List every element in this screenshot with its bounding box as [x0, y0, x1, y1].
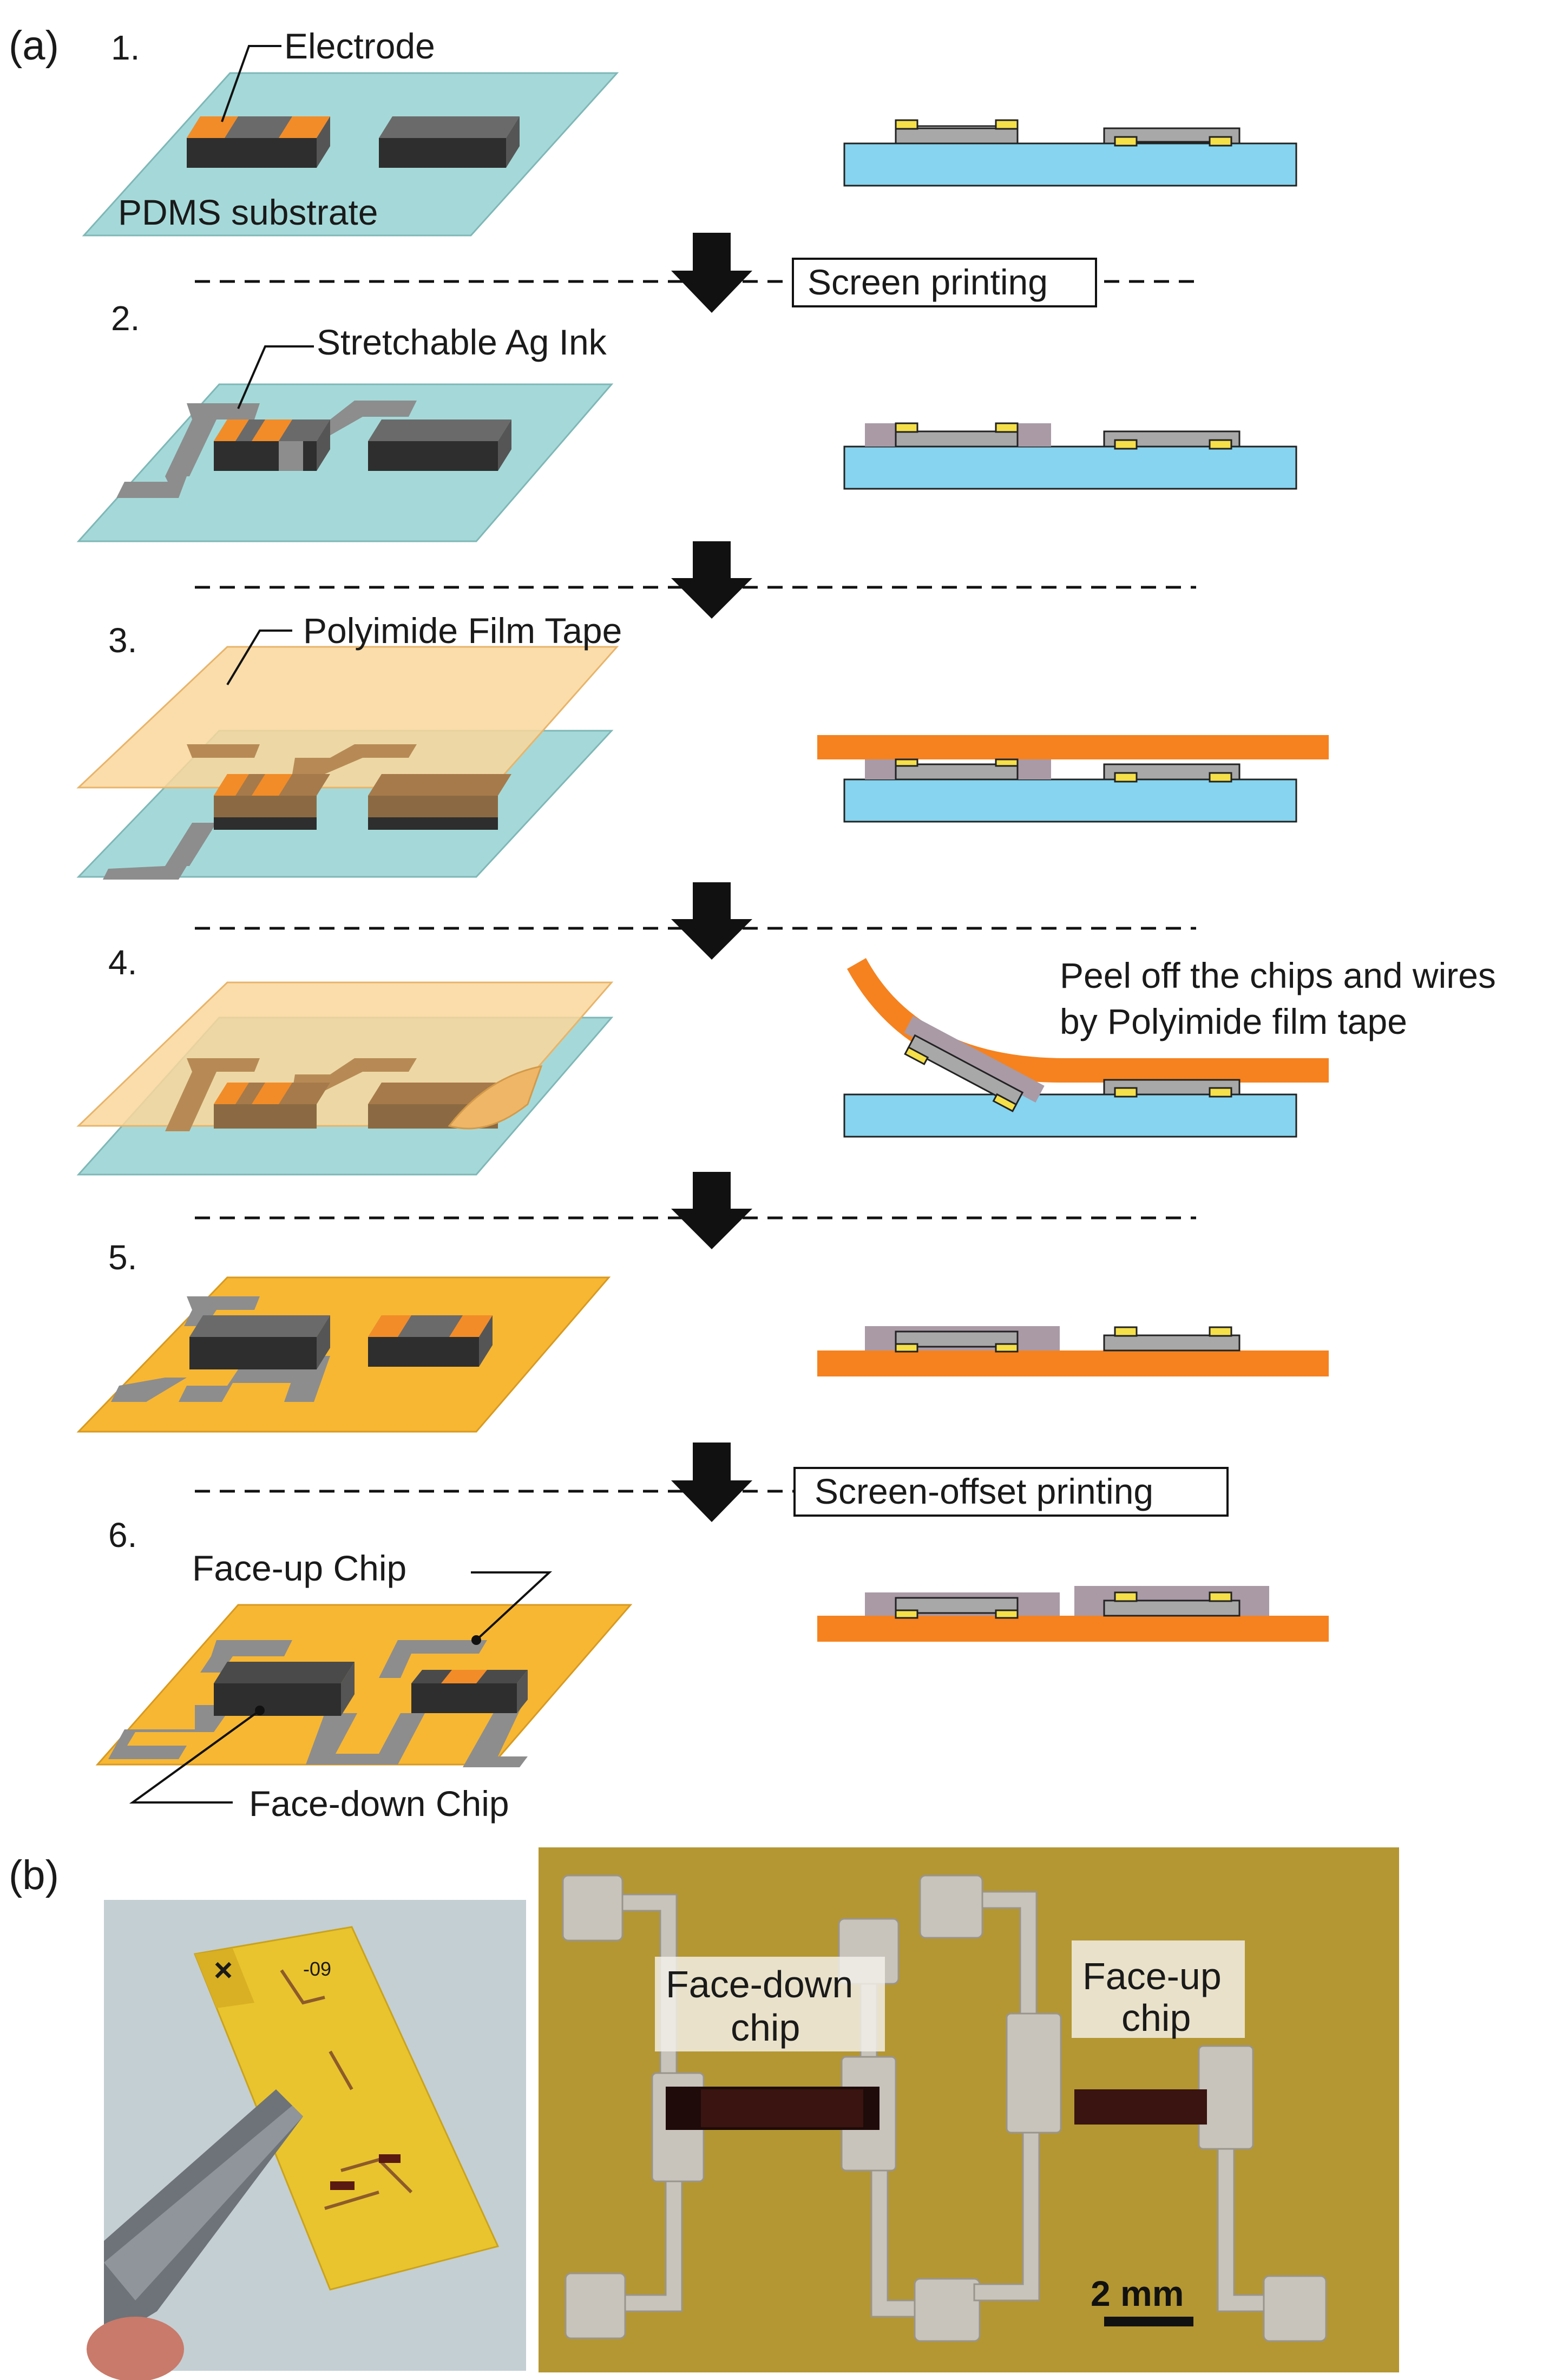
separator-screen-printing: Screen printing — [195, 233, 1196, 313]
polyimide-film — [95, 1604, 633, 1766]
down-arrow — [671, 882, 752, 960]
chip-face-up — [411, 1670, 528, 1713]
step-number: 3. — [108, 621, 137, 660]
polyimide-tape-sample — [193, 1926, 500, 2291]
ag-ink-traces — [103, 823, 216, 880]
xsec-substrate — [843, 1093, 1297, 1138]
polyimide-film — [76, 1276, 611, 1433]
step-3: 3. Polyimide Film Tape — [76, 611, 1329, 880]
xsec-polyimide — [817, 1350, 1329, 1376]
down-arrow — [671, 541, 752, 619]
electrode-pad — [279, 116, 330, 138]
step-1: 1. Electrode PDMS substrate — [82, 26, 1297, 237]
xsec-ag-ink — [1018, 423, 1051, 447]
step-number: 6. — [108, 1516, 137, 1555]
electrode-pad — [187, 116, 238, 138]
chips-under-tape — [187, 744, 511, 817]
callout-electrode: Electrode — [284, 26, 435, 66]
chip-face-up — [214, 419, 330, 471]
chip-face-down — [189, 1315, 330, 1369]
handwritten-mark: -09 — [303, 1958, 331, 1980]
callout-face-down-chip: Face-down Chip — [249, 1784, 509, 1824]
ag-ink-traces — [108, 1640, 528, 1767]
xsec-tape — [817, 735, 1329, 759]
printed-traces — [562, 1874, 1327, 2342]
xsec-substrate — [843, 142, 1297, 187]
separator-3 — [195, 882, 1196, 960]
label-face-down-chip: chip — [731, 2007, 800, 2049]
down-arrow — [671, 233, 752, 313]
process-box — [793, 1467, 1229, 1517]
photo-tweezers: × -09 — [87, 1900, 526, 2380]
label-pdms-substrate: PDMS substrate — [118, 192, 378, 232]
step-2: 2. Stretchable Ag Ink — [76, 299, 1297, 542]
xsec-chip-face-down — [1103, 430, 1241, 450]
step-5: 5. — [76, 1238, 1329, 1433]
step-number: 5. — [108, 1238, 137, 1277]
pdms-substrate — [76, 383, 614, 542]
separator-4 — [195, 1172, 1196, 1249]
separator-2 — [195, 541, 1196, 619]
svg-text:×: × — [214, 1952, 233, 1988]
label-face-down: Face-down — [666, 1963, 853, 2005]
chip-face-up — [187, 116, 330, 168]
label-face-up-chip: chip — [1121, 1997, 1191, 2039]
finger — [87, 2317, 184, 2380]
xsec-polyimide — [817, 1616, 1329, 1642]
chip-face-down — [379, 116, 520, 168]
label-face-up: Face-up — [1082, 1955, 1222, 1997]
note-peel-line2: by Polyimide film tape — [1060, 1001, 1407, 1041]
step-number: 2. — [111, 299, 140, 338]
xsec-substrate — [843, 445, 1297, 490]
panel-label-a: (a) — [9, 23, 59, 69]
down-arrow — [671, 1443, 752, 1522]
process-box — [792, 258, 1097, 307]
step-4: 4. Peel off the chips and wires — [76, 943, 1496, 1176]
pdms-substrate — [82, 72, 619, 237]
scale-label: 2 mm — [1091, 2273, 1184, 2313]
xsec-peeled-chip — [904, 1015, 1045, 1112]
note-peel-line1: Peel off the chips and wires — [1060, 955, 1496, 995]
step-number: 1. — [111, 28, 140, 67]
step-number: 4. — [108, 943, 137, 982]
xsec-chip-face-up — [895, 119, 1019, 145]
chip-face-down — [368, 419, 511, 471]
chip-face-up — [368, 1315, 493, 1367]
xsec-ag-ink — [865, 423, 898, 447]
chip-face-down — [214, 1662, 355, 1716]
process-screen-offset: Screen-offset printing — [815, 1471, 1153, 1511]
photo-microscope: Face-down chip Face-up chip 2 mm — [539, 1847, 1399, 2372]
face-up-chip — [1074, 2089, 1207, 2125]
xsec-chip-face-down — [1103, 127, 1241, 147]
down-arrow — [671, 1172, 752, 1249]
step-6: 6. Face-up Chip Face-down Chip — [95, 1516, 1329, 1824]
peeled-tape-corner — [448, 1065, 543, 1130]
scale-bar — [1104, 2317, 1193, 2326]
xsec-substrate — [843, 778, 1297, 823]
ag-ink-traces — [111, 1296, 330, 1402]
xsec-chip-face-up — [895, 422, 1019, 448]
panel-label-b: (b) — [9, 1852, 59, 1898]
callout-face-up-chip: Face-up Chip — [192, 1548, 406, 1588]
process-screen-printing: Screen printing — [808, 262, 1048, 302]
separator-screen-offset: Screen-offset printing — [195, 1443, 1229, 1522]
chips-under-tape — [165, 1058, 511, 1131]
callout-ag-ink: Stretchable Ag Ink — [317, 322, 607, 362]
callout-polyimide-tape: Polyimide Film Tape — [303, 611, 622, 651]
